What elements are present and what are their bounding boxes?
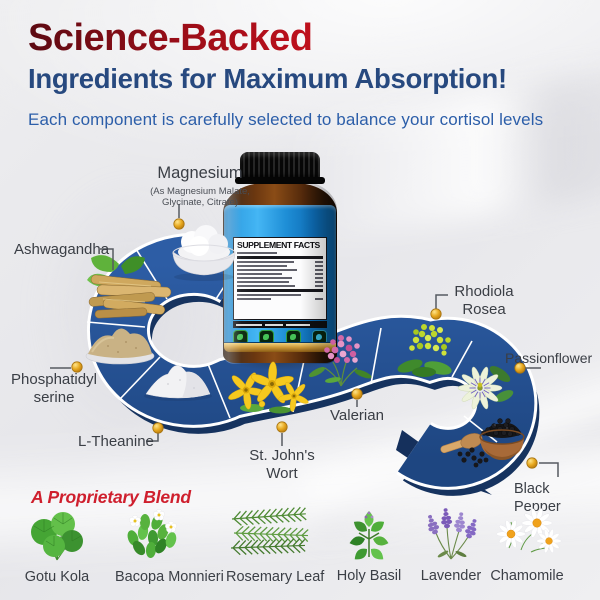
bacopa-monnieri-label: Bacopa Monnieri [115,569,224,585]
rhodiola-line1: Rhodiola [454,283,514,300]
phosphatidylserine-label: Phosphatidyl serine [6,371,102,408]
phosphatidylserine-line2: serine [33,389,75,407]
supplement-facts-title: SUPPLEMENT FACTS [237,240,320,250]
st-johns-wort-line1: St. John's [249,447,315,464]
hero-header: Science-Backed Ingredients for Maximum A… [28,17,588,130]
capsule-badge-icon [285,330,301,345]
valerian-label: Valerian [330,407,384,424]
gotu-kola-label: Gotu Kola [24,569,90,585]
bacopa-monnieri-image [127,509,177,558]
rosemary-leaf-image [229,506,311,562]
chamomile-image [491,506,563,561]
bottle-label: SUPPLEMENT FACTS [224,205,336,352]
label-gold-band [224,343,336,352]
holy-basil-label: Holy Basil [336,568,402,584]
gotu-kola-image [31,512,83,561]
blend-item-holy-basil: Holy Basil [335,505,403,584]
rhodiola-label: Rhodiola Rosea [444,283,524,320]
magnesium-sublabel: (As Magnesium Malate, Glycinate, Citrate… [150,186,250,209]
black-pepper-image [440,418,525,468]
valerian-image [308,335,372,387]
ashwagandha-image [87,255,172,319]
blend-item-gotu-kola: Gotu Kola [24,510,90,585]
st-johns-wort-line2: Wort [266,465,298,483]
passionflower-label: Passionflower [505,350,593,366]
blend-item-rosemary: Rosemary Leaf [226,506,325,585]
page-subtitle: Ingredients for Maximum Absorption! [28,62,507,94]
blend-item-lavender: Lavender [420,506,482,584]
blend-title: A Proprietary Blend [31,487,191,507]
phosphatidylserine-line1: Phosphatidyl [11,371,97,388]
holy-basil-image [348,511,390,563]
bottle-cap-lip [235,177,325,184]
page-title: Science-Backed [28,17,588,60]
magnesium-label: Magnesium [157,164,243,182]
blend-item-bacopa: Bacopa Monnieri [115,508,224,585]
rosemary-leaf-label: Rosemary Leaf [226,569,325,585]
st-johns-wort-image [222,358,310,418]
callout-magnesium: Magnesium (As Magnesium Malate, Glycinat… [140,163,260,209]
ashwagandha-label: Ashwagandha [14,241,110,258]
lavender-label: Lavender [420,568,482,584]
other-ingredients-strip [233,321,327,328]
st-johns-wort-label: St. John's Wort [242,447,322,484]
blend-item-chamomile: Chamomile [490,506,564,584]
supplement-facts-panel: SUPPLEMENT FACTS [233,237,327,320]
l-theanine-image [144,365,212,401]
chamomile-label: Chamomile [490,568,564,584]
page-tagline: Each component is carefully selected to … [28,109,544,129]
rhodiola-line2: Rosea [462,301,506,319]
lavender-image [424,507,481,560]
l-theanine-label: L-Theanine [78,433,154,450]
